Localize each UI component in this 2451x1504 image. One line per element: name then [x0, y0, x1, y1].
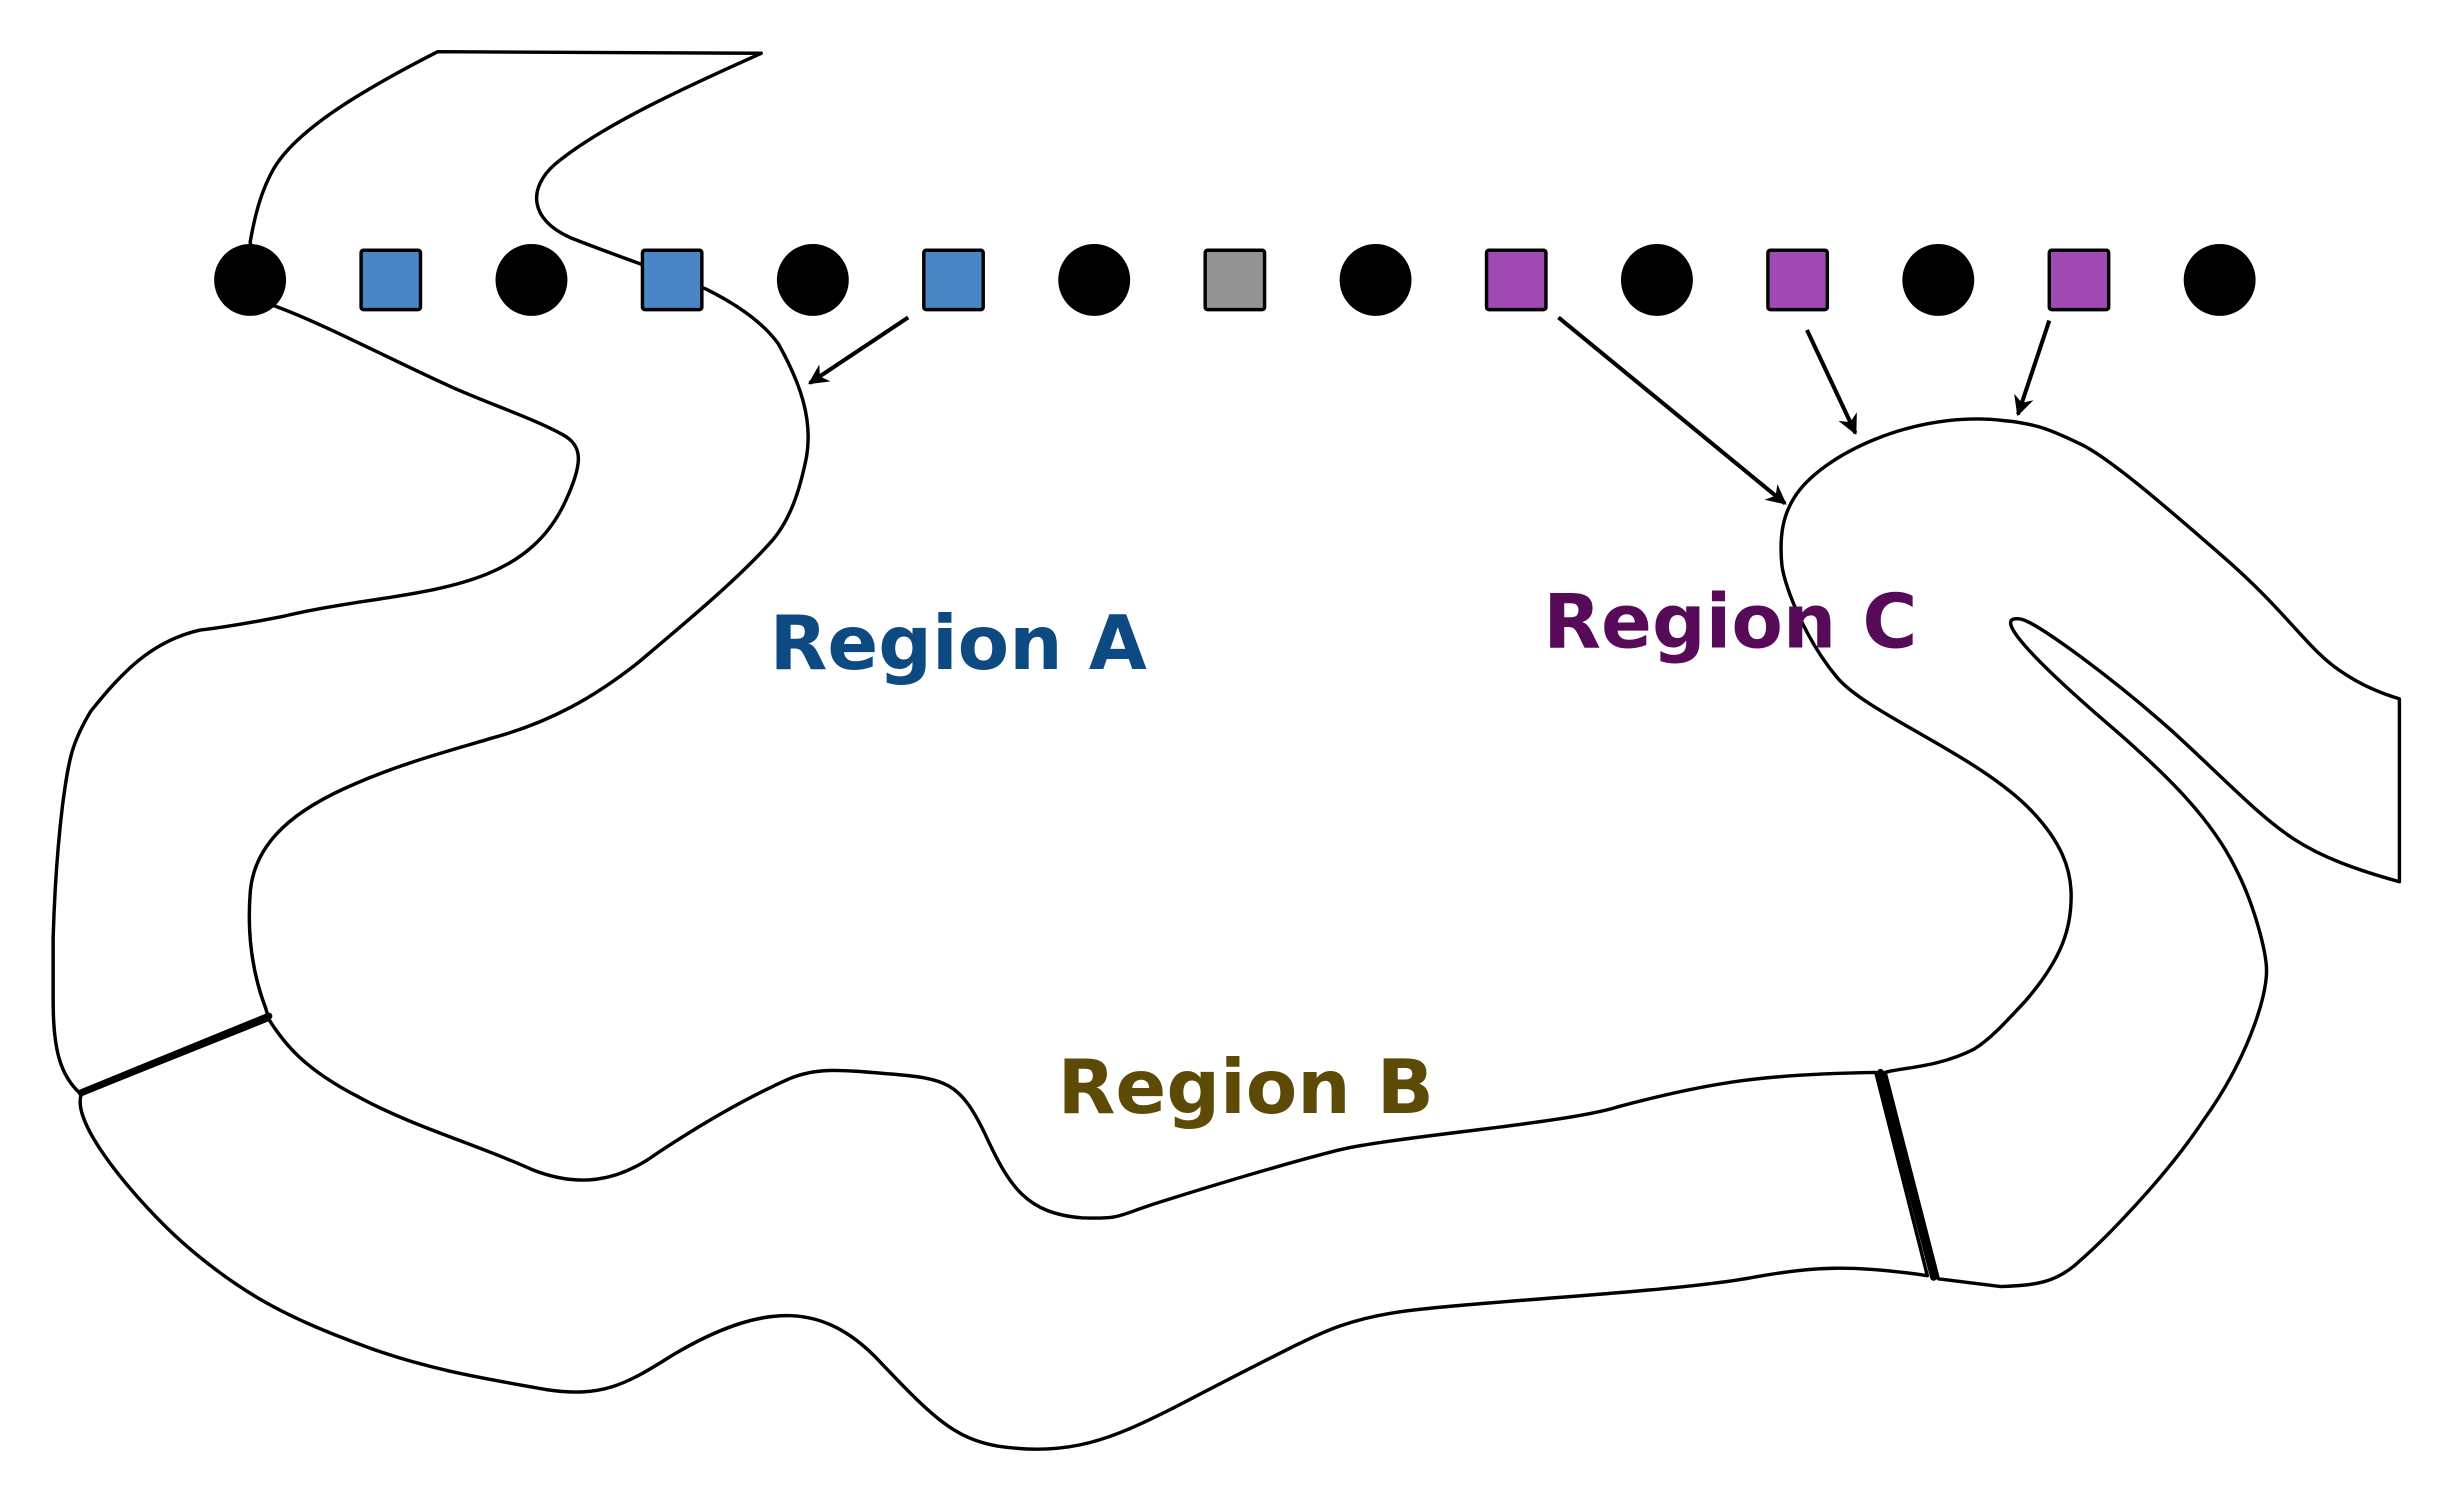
- circle-marker: [495, 243, 568, 316]
- region-c-shape: [1779, 417, 2402, 1289]
- square-marker-a: [922, 248, 985, 312]
- marker-row: [214, 243, 2256, 316]
- square-marker-a: [359, 248, 423, 312]
- arrow-to-region-c-3: [2014, 319, 2052, 417]
- square-marker-c: [2047, 248, 2111, 312]
- square-marker-c: [1766, 248, 1830, 312]
- arrow-to-region-c-1: [1557, 315, 1787, 506]
- circle-marker: [1620, 243, 1693, 316]
- arrow-to-region-c-2: [1805, 329, 1858, 435]
- circle-marker: [214, 243, 287, 316]
- boundary-b-c: [1876, 1068, 1938, 1281]
- circle-marker: [776, 243, 849, 316]
- region-b-label: Region B: [1058, 1043, 1434, 1131]
- circle-marker: [1902, 243, 1975, 316]
- square-marker-none: [1203, 248, 1267, 312]
- region-c-label: Region C: [1543, 577, 1917, 665]
- circle-marker: [1339, 243, 1412, 316]
- square-marker-a: [640, 248, 704, 312]
- circle-marker: [2183, 243, 2256, 316]
- arrow-to-region-a: [808, 315, 910, 385]
- square-marker-c: [1484, 248, 1548, 312]
- region-a-shape: [51, 49, 810, 1097]
- region-a-label: Region A: [770, 599, 1147, 687]
- circle-marker: [1058, 243, 1131, 316]
- region-b-shape: [78, 1017, 1930, 1451]
- boundary-a-b: [77, 1012, 273, 1097]
